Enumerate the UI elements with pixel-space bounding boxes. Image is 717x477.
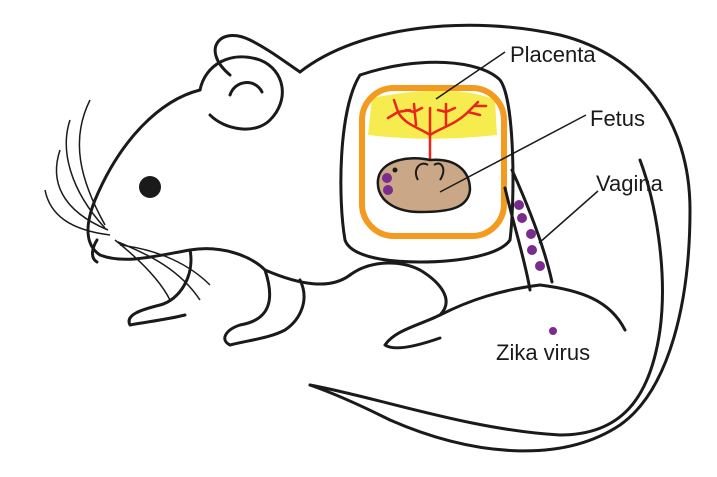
label-fetus: Fetus [590, 106, 645, 131]
whiskers [44, 99, 211, 301]
mouse-eye [139, 176, 161, 198]
placenta-region [368, 90, 497, 139]
vagina-tube [503, 168, 554, 292]
fetus [376, 156, 472, 214]
leader-lines [435, 51, 599, 244]
label-zika-virus: Zika virus [496, 340, 590, 365]
placental-vessels [386, 98, 488, 182]
label-vagina: Vagina [596, 171, 664, 196]
label-placenta: Placenta [510, 42, 596, 67]
zika-virus-particles [382, 173, 557, 335]
uterus [339, 60, 515, 264]
mouse-outline [86, 23, 692, 453]
uterine-wall [359, 85, 507, 239]
